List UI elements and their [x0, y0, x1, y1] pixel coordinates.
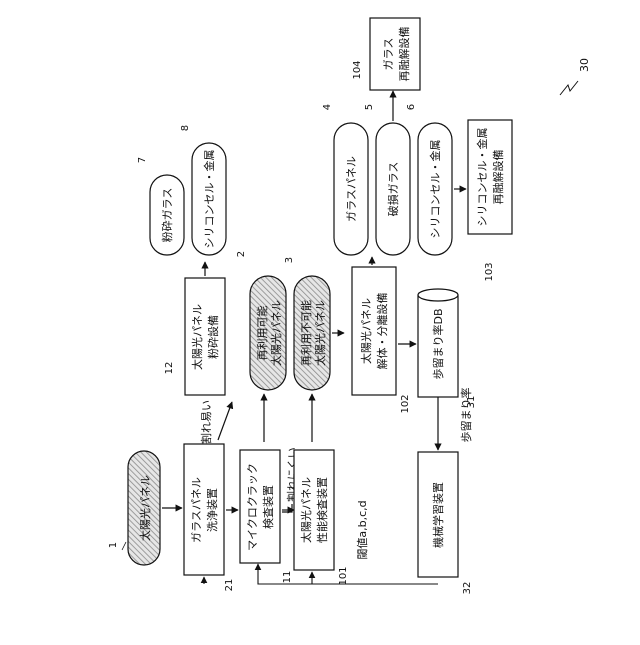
ref-7: 7	[137, 157, 148, 163]
yield-rate-label: 歩留まり率	[459, 388, 473, 443]
ref-1-leader	[122, 542, 126, 550]
glass-wash-label-1: ガラスパネル	[190, 477, 203, 543]
glass-remelt-label-2: 再融解設備	[397, 27, 411, 82]
si-remelt-equipment	[468, 120, 512, 234]
glass-remelt-equipment	[370, 18, 420, 90]
si-cell-metal-label-b: シリコンセル・金属	[428, 140, 442, 239]
rotated-content: 図9 30 太陽光パネル 1 ガラスパネル 洗浄装置 21 割れ易い マイクロク…	[108, 18, 591, 594]
ref-4: 4	[322, 104, 333, 110]
crushed-glass-label: 粉砕ガラス	[160, 188, 174, 243]
ref-104: 104	[352, 60, 363, 79]
ref-12: 12	[164, 362, 175, 375]
yield-db-cap	[418, 289, 458, 301]
ref-5: 5	[364, 104, 375, 110]
ref-102: 102	[400, 394, 411, 413]
perf-label-2: 性能検査装置	[315, 477, 329, 543]
ref-1: 1	[108, 542, 119, 548]
arrow-hard-break	[282, 504, 292, 512]
reusable-label-2: 太陽光パネル	[269, 300, 283, 366]
nonreusable-label-1: 再利用不可能	[299, 300, 313, 366]
ref-32: 32	[462, 582, 473, 595]
glass-panel-label: ガラスパネル	[345, 156, 358, 222]
si-cell-metal-label-a: シリコンセル・金属	[202, 150, 216, 249]
reusable-label-1: 再利用可能	[255, 306, 269, 361]
glass-wash-label-2: 洗浄装置	[205, 488, 219, 532]
dismantle-label-2: 解体・分離設備	[375, 293, 389, 370]
ref-11: 11	[282, 571, 293, 584]
arrow-easy-break	[218, 402, 232, 440]
microcrack-label-2: 検査装置	[261, 485, 275, 529]
ref-103: 103	[484, 262, 495, 281]
microcrack-label-1: マイクロクラック	[246, 463, 259, 551]
glass-remelt-label-1: ガラス	[382, 38, 395, 71]
ref-21: 21	[224, 579, 235, 592]
threshold-label: 閾値a,b,c,d	[356, 500, 369, 559]
ref-2: 2	[236, 251, 247, 257]
broken-glass-label: 破損ガラス	[386, 162, 400, 217]
crusher-label-1: 太陽光パネル	[190, 304, 204, 370]
ref-30: 30	[578, 58, 591, 72]
nonreusable-label-2: 太陽光パネル	[313, 300, 327, 366]
ref-8: 8	[180, 125, 191, 131]
dismantle-label-1: 太陽光パネル	[359, 298, 373, 364]
perf-label-1: 太陽光パネル	[299, 477, 313, 543]
si-remelt-label-1: シリコンセル・金属	[475, 128, 489, 227]
ml-label: 機械学習装置	[431, 482, 445, 548]
ref-101: 101	[338, 566, 349, 585]
solar-panel-label: 太陽光パネル	[138, 475, 152, 541]
dismantling-equipment	[352, 267, 396, 395]
si-remelt-label-2: 再融解設備	[491, 150, 505, 205]
ref-3: 3	[284, 257, 295, 263]
ref-30-leader	[560, 81, 578, 95]
easy-break-label: 割れ易い	[199, 400, 213, 444]
crusher-label-2: 粉砕設備	[206, 315, 220, 359]
ref-6: 6	[406, 104, 417, 110]
yield-db-label: 歩留まり率DB	[431, 308, 445, 379]
